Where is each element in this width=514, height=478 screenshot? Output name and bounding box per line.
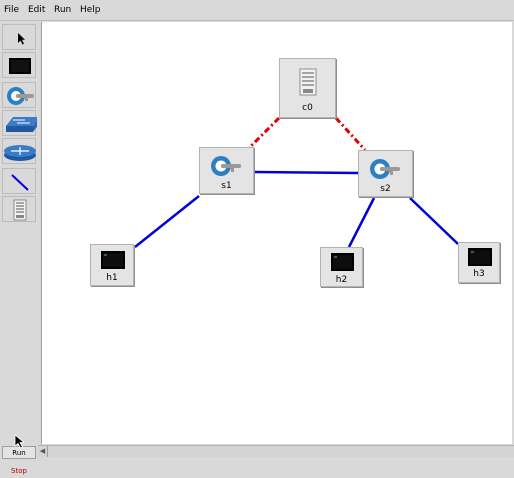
openflow-switch-icon: [211, 156, 241, 176]
node-label-s2: s2: [380, 184, 391, 194]
node-label-s1: s1: [221, 181, 232, 191]
node-h2[interactable]: h2: [320, 247, 363, 287]
node-label-c0: c0: [302, 103, 313, 113]
legacy-switch-tool-button[interactable]: [2, 110, 37, 136]
router-tool-button[interactable]: [2, 138, 36, 164]
openflow-switch-icon: [7, 87, 34, 105]
link-s2-h2[interactable]: [347, 197, 376, 248]
menu-bar: File Edit Run Help: [0, 0, 514, 21]
controller-server-icon: [13, 199, 27, 221]
menu-run[interactable]: Run: [54, 5, 72, 15]
host-tool-button[interactable]: [2, 52, 36, 78]
node-c0[interactable]: c0: [279, 58, 336, 118]
openflow-switch-icon: [370, 159, 400, 179]
host-monitor-icon: [101, 251, 125, 269]
link-line-icon: [11, 174, 29, 191]
stop-button[interactable]: Stop: [11, 467, 27, 475]
link-s1-s2[interactable]: [253, 170, 359, 175]
menu-help[interactable]: Help: [80, 5, 101, 15]
menu-file[interactable]: File: [4, 5, 20, 15]
toolbar: Run Stop: [0, 22, 40, 475]
node-label-h2: h2: [335, 275, 348, 285]
controller-tool-button[interactable]: [2, 196, 36, 222]
router-icon: [4, 145, 36, 161]
node-h1[interactable]: h1: [90, 244, 134, 286]
link-c0-s1[interactable]: [245, 116, 281, 152]
link-s2-h3[interactable]: [409, 197, 459, 245]
switch-tool-button[interactable]: [2, 82, 36, 108]
node-s2[interactable]: s2: [358, 150, 413, 197]
host-monitor-icon: [468, 248, 492, 266]
scroll-left-arrow-icon[interactable]: ◀: [38, 446, 48, 457]
link-c0-s2[interactable]: [334, 116, 367, 152]
link-s1-h1[interactable]: [134, 195, 200, 248]
node-h3[interactable]: h3: [458, 242, 500, 283]
node-label-h1: h1: [106, 273, 118, 283]
mouse-pointer-icon: [14, 434, 26, 449]
topology-canvas[interactable]: c0 s1 s2 h1: [41, 22, 512, 444]
host-monitor-icon: [9, 58, 31, 74]
links-layer: [134, 116, 459, 248]
select-tool-button[interactable]: [2, 24, 36, 50]
controller-server-icon: [299, 68, 317, 96]
node-label-h3: h3: [473, 269, 485, 279]
legacy-switch-icon: [6, 117, 37, 132]
cursor-arrow-icon: [18, 33, 25, 45]
host-monitor-icon: [331, 253, 354, 271]
horizontal-scrollbar[interactable]: ◀: [38, 445, 514, 457]
node-s1[interactable]: s1: [199, 147, 254, 194]
link-tool-button[interactable]: [2, 168, 36, 194]
menu-edit[interactable]: Edit: [28, 5, 46, 15]
